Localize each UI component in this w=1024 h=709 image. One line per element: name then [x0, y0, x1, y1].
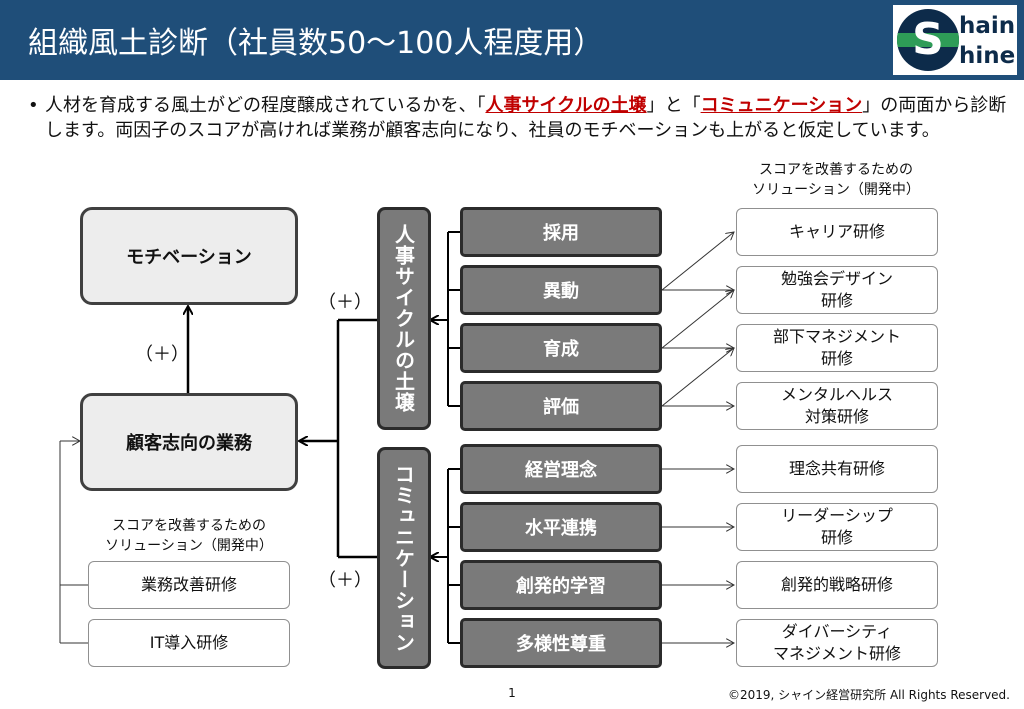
factor-label: 評価	[543, 397, 579, 418]
plus-label-motivation: （＋）	[135, 344, 189, 365]
factor-box: 水平連携	[460, 502, 662, 552]
solution-label: メンタルヘルス	[780, 385, 893, 404]
factor-box: 育成	[460, 323, 662, 373]
solution-label: 部下マネジメント	[772, 327, 901, 346]
factor-box: 経営理念	[460, 444, 662, 494]
intro-text-after: 」の両面から診断します。両因子のスコアが高ければ業務が顧客志向になり、社員のモチ…	[45, 95, 1007, 141]
solution-label: 研修	[820, 528, 853, 547]
plus-label-hr: （＋）	[318, 292, 372, 313]
solution-label: マネジメント研修	[772, 644, 901, 663]
left-solution-label: IT導入研修	[149, 633, 229, 652]
left-solution-box: IT導入研修	[88, 619, 290, 667]
intro-highlight-hr-cycle: 人事サイクルの土壌	[485, 95, 647, 116]
group-communication: コミュニケーション	[377, 447, 431, 669]
solution-box: 勉強会デザイン研修	[736, 266, 938, 314]
solution-box: ダイバーシティマネジメント研修	[736, 619, 938, 667]
company-logo: S hain hine	[893, 5, 1017, 75]
factor-label: 採用	[543, 223, 579, 244]
solution-box: リーダーシップ研修	[736, 503, 938, 551]
logo-initial: S	[912, 14, 944, 65]
solutions-header-line2: ソリューション（開発中）	[752, 182, 920, 198]
motivation-label: モチベーション	[126, 247, 252, 268]
page-title: 組織風土診断（社員数50〜100人程度用）	[28, 26, 604, 61]
factor-label: 異動	[543, 281, 579, 302]
solutions-header-line1: スコアを改善するための	[759, 162, 913, 178]
solution-label: 研修	[820, 349, 853, 368]
factor-label: 経営理念	[525, 460, 597, 481]
left-solution-label: 業務改善研修	[140, 575, 237, 594]
solution-label: リーダーシップ	[781, 506, 893, 525]
group-hr-cycle-label: 人事サイクルの土壌	[391, 224, 416, 413]
title-bar: 組織風土診断（社員数50〜100人程度用） S hain hine	[0, 0, 1024, 80]
solutions-header-right: スコアを改善するための ソリューション（開発中）	[736, 160, 936, 200]
logo-text-line2: hine	[959, 43, 1016, 69]
solution-box: 理念共有研修	[736, 445, 938, 493]
logo-text-line1: hain	[959, 13, 1016, 39]
customer-work-label: 顧客志向の業務	[126, 433, 252, 454]
factor-label: 育成	[543, 339, 579, 360]
solution-label: 研修	[820, 291, 853, 310]
intro-text-middle: 」と「	[646, 95, 701, 116]
solution-box: 創発的戦略研修	[736, 561, 938, 609]
intro-text-before: 人材を育成する風土がどの程度醸成されているかを、「	[45, 95, 486, 116]
factor-box: 異動	[460, 265, 662, 315]
intro-paragraph: • 人材を育成する風土がどの程度醸成されているかを、「人事サイクルの土壌」と「コ…	[28, 93, 1008, 143]
page-number: 1	[508, 686, 516, 700]
solution-label: 理念共有研修	[788, 459, 885, 478]
factor-label: 水平連携	[525, 518, 597, 539]
solutions-header-line1: スコアを改善するための	[112, 518, 266, 534]
bullet-icon: •	[28, 95, 39, 116]
solution-box: 部下マネジメント研修	[736, 324, 938, 372]
solution-label: 対策研修	[804, 407, 869, 426]
left-solution-box: 業務改善研修	[88, 561, 290, 609]
factor-box: 創発的学習	[460, 560, 662, 610]
factor-label: 創発的学習	[516, 576, 606, 597]
solutions-header-left: スコアを改善するための ソリューション（開発中）	[88, 516, 290, 556]
customer-work-box: 顧客志向の業務	[80, 393, 298, 491]
factor-box: 多様性尊重	[460, 618, 662, 668]
solution-box: メンタルヘルス対策研修	[736, 382, 938, 430]
solution-box: キャリア研修	[736, 208, 938, 256]
plus-label-comm: （＋）	[318, 570, 372, 591]
solution-label: キャリア研修	[788, 222, 885, 241]
solution-label: 創発的戦略研修	[780, 575, 893, 594]
factor-label: 多様性尊重	[516, 634, 606, 655]
factor-box: 採用	[460, 207, 662, 257]
group-hr-cycle: 人事サイクルの土壌	[377, 207, 431, 430]
motivation-box: モチベーション	[80, 207, 298, 305]
logo-mark: S	[897, 9, 959, 71]
intro-highlight-communication: コミュニケーション	[700, 95, 863, 116]
solution-label: ダイバーシティ	[781, 622, 893, 641]
group-communication-label: コミュニケーション	[391, 463, 416, 653]
logo-band	[897, 33, 959, 47]
copyright: ©2019, シャイン経営研究所 All Rights Reserved.	[727, 688, 1010, 702]
factor-box: 評価	[460, 381, 662, 431]
solution-label: 勉強会デザイン	[780, 269, 893, 288]
solutions-header-line2: ソリューション（開発中）	[105, 538, 273, 554]
